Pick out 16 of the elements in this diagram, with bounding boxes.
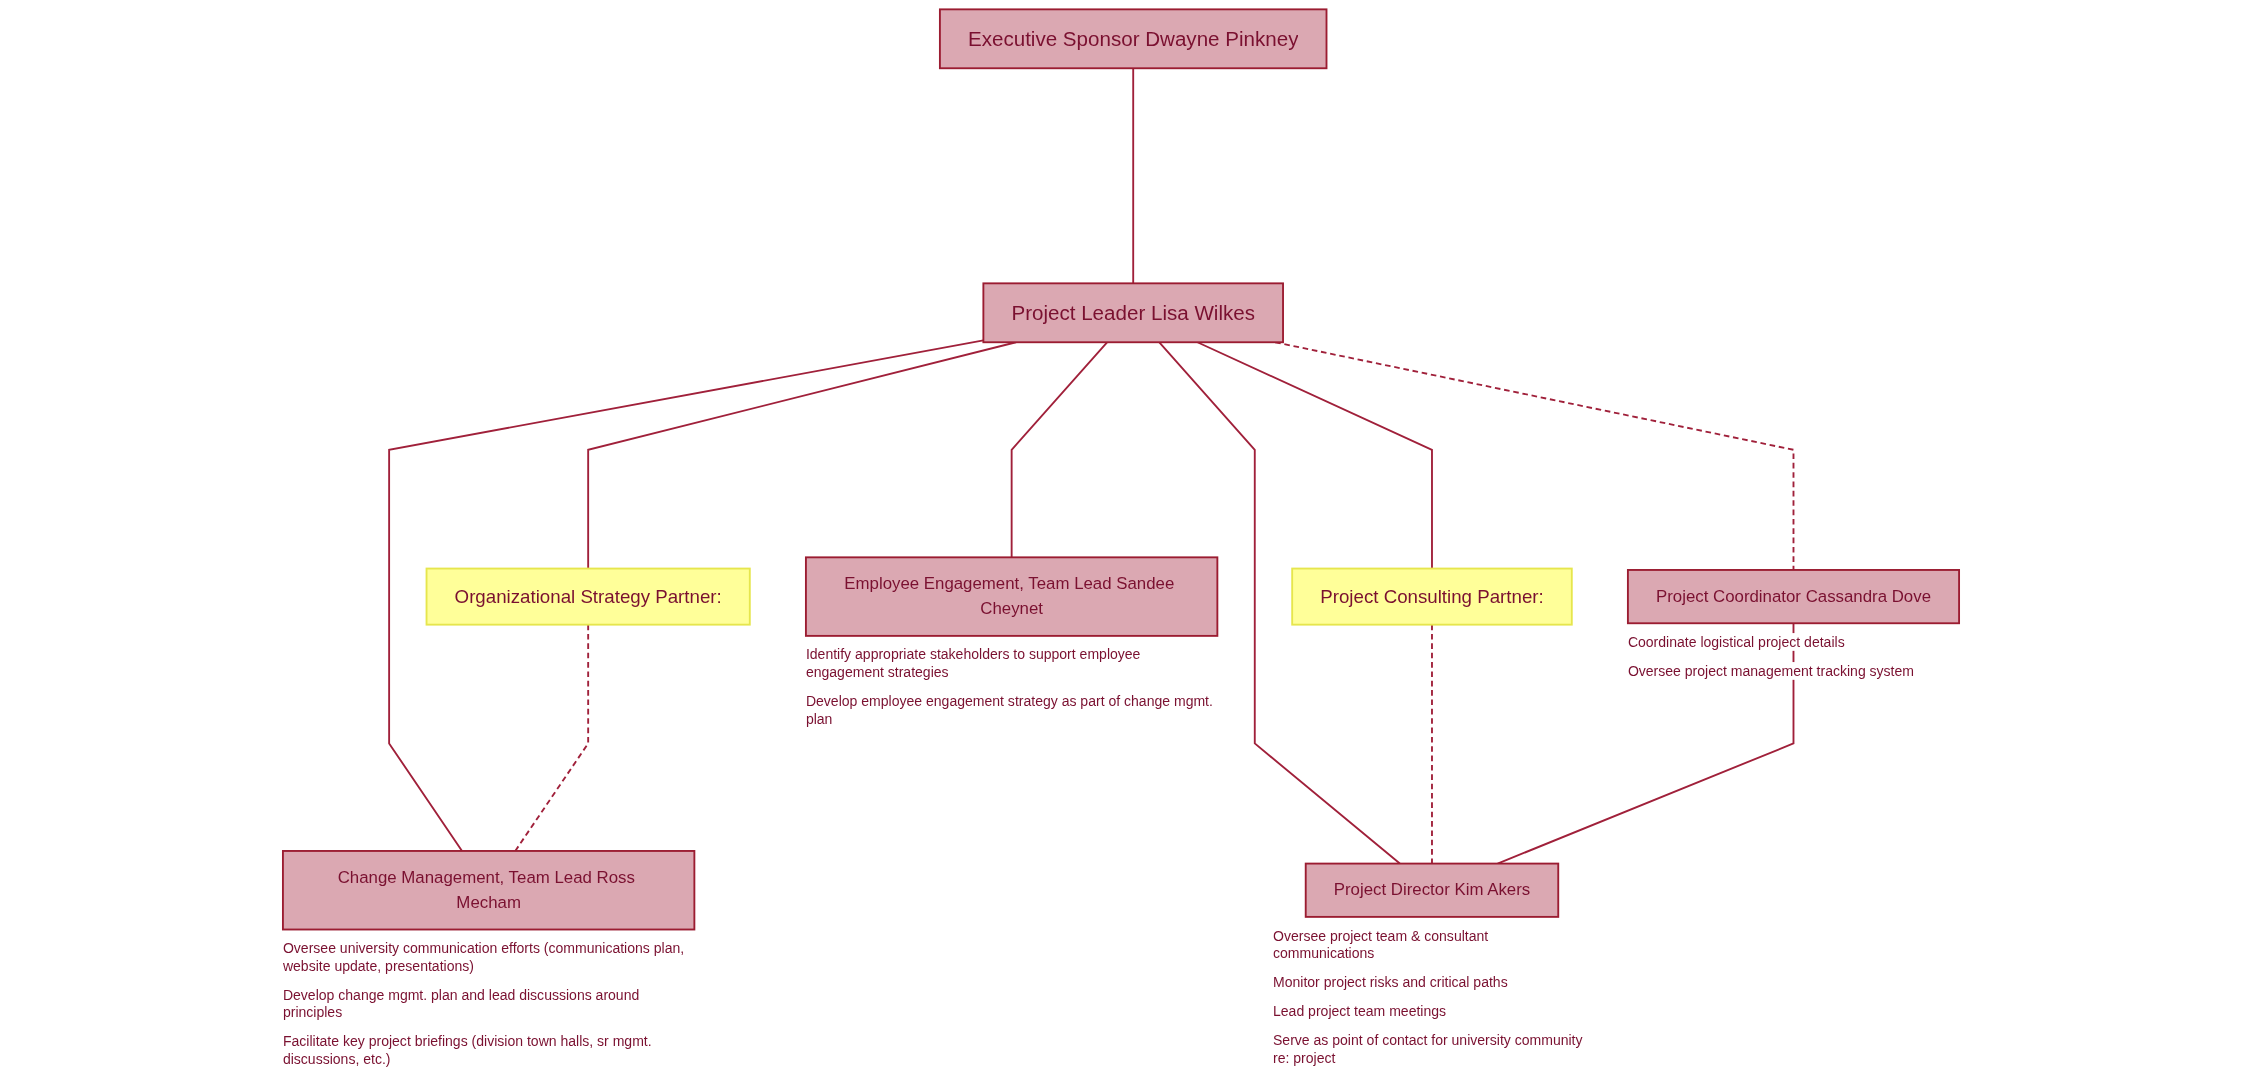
connector [1132,67,1135,285]
node-box: Employee Engagement, Team Lead Sandee Cheynet [804,556,1219,637]
connector [1158,341,1401,865]
node-box: Project Consulting Partner: [1291,567,1573,626]
connector [1010,341,1108,559]
connector [1196,341,1433,570]
connector [514,623,590,852]
node-box: Organizational Strategy Partner: [425,567,751,626]
node-box: Executive Sponsor Dwayne Pinkney [938,8,1328,70]
connector [1496,622,1795,865]
node-box: Project Director Kim Akers [1304,862,1560,918]
node-box: Project Leader Lisa Wilkes [982,282,1284,344]
node-box: Change Management, Team Lead Ross Mecham [282,850,696,931]
connector [1431,623,1433,865]
node-box: Project Coordinator Cassandra Dove [1626,569,1960,625]
connector [388,339,985,852]
